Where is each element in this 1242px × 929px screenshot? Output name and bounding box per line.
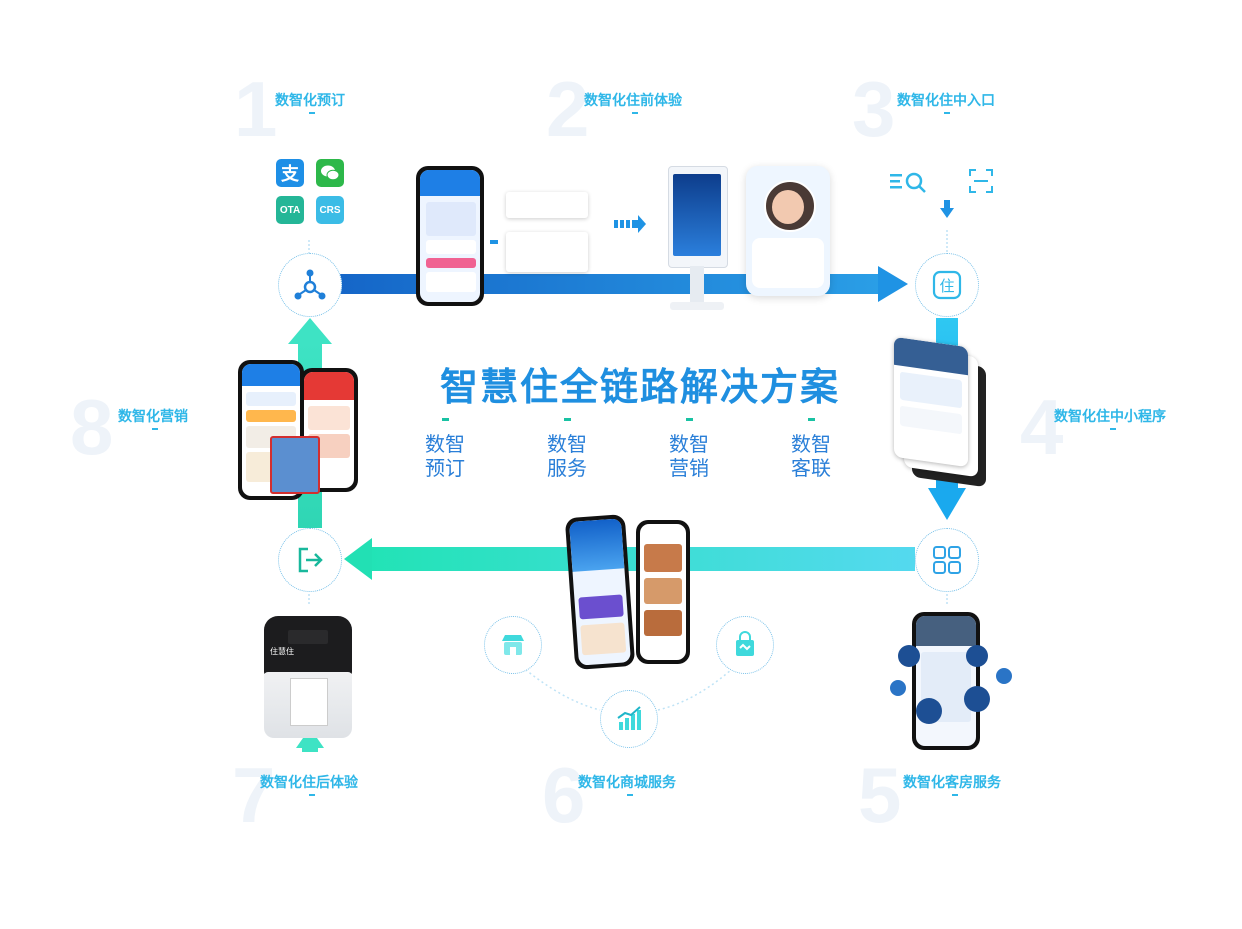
checkin-card [506,232,588,272]
chart-icon [617,706,641,730]
room-service-bubble [890,680,906,696]
scan-icon [969,169,993,193]
stage-1-number: 1 [234,65,278,153]
mall-dotted-arc [513,659,743,711]
wechat-icon [316,159,344,187]
pillar-line2: 服务 [547,456,587,480]
room-service-bubble [996,668,1012,684]
mall-phone-left [564,514,636,670]
hotel-entry-node: 住 [915,253,979,317]
stage-4-number: 4 [1020,383,1064,471]
hub-node [278,253,342,317]
stage-2-dash [632,112,638,114]
bag-node [716,616,774,674]
order-card [506,192,588,218]
pillar-dash [686,418,693,421]
hub-icon [294,269,326,300]
stage3-down-arrow [940,208,954,218]
booking-phone [416,166,484,306]
stage-3-number: 3 [852,65,896,153]
room-service-bubble [966,645,988,667]
mini-program-phones [890,336,996,488]
store-node [484,616,542,674]
stage-3-title: 数智化住中入口 [897,93,995,109]
pillar-dash [808,418,815,421]
hotel-badge-icon: 住 [932,270,962,300]
printer-arrow-stem [302,746,318,752]
stage-6-dash [627,794,633,796]
mini-program-node [915,528,979,592]
bottom-flow-head [344,538,372,580]
pillar-booking: 数智 预订 [410,432,480,480]
prestay-dashed-arrow [614,215,646,233]
pillar-line2: 预订 [425,456,465,480]
stage-7-title: 数智化住后体验 [260,775,358,791]
stage-5-number: 5 [858,751,902,839]
pillar-dash [442,418,449,421]
store-icon [502,635,524,655]
search-list-icon [890,172,926,193]
exit-icon [298,547,323,573]
checkout-node [278,528,342,592]
solution-title: 智慧住全链路解决方案 [440,365,841,409]
room-service-bubble [916,698,942,724]
stage-1-title: 数智化预订 [275,93,345,109]
receipt-printer: 住慧住 [264,616,352,738]
stage-8-title: 数智化营销 [118,409,188,425]
alipay-icon: 支 [276,159,304,187]
self-service-kiosk [666,166,728,312]
printer-up-arrow [296,728,324,748]
pillar-dash [564,418,571,421]
stage-1-dash [309,112,315,114]
room-service-bubble [898,645,920,667]
pillar-service: 数智 服务 [532,432,602,480]
chart-node [600,690,658,748]
stage-4-dash [1110,428,1116,430]
stage-6-title: 数智化商城服务 [578,775,676,791]
stage-6-number: 6 [542,751,586,839]
stage-7-number: 7 [232,751,276,839]
pillar-line1: 数智 [425,432,465,456]
room-service-bubble [964,686,990,712]
mall-phone-right [636,520,690,664]
left-flow-head [288,318,332,344]
marketing-coupon-card [270,436,320,494]
pillar-marketing: 数智 营销 [654,432,724,480]
face-recognition-screen [746,166,830,296]
stage-2-number: 2 [546,65,590,153]
stage-2-title: 数智化住前体验 [584,93,682,109]
pillar-line2: 营销 [669,456,709,480]
ota-icon: OTA [276,196,304,224]
stage-4-title: 数智化住中小程序 [1054,409,1166,425]
printer-brand-label: 住慧住 [270,647,294,656]
crs-icon: CRS [316,196,344,224]
pillar-line1: 数智 [547,432,587,456]
svg-text:住: 住 [939,277,954,295]
grid-apps-icon [933,546,961,574]
stage-8-number: 8 [70,383,114,471]
pillar-line1: 数智 [791,432,831,456]
card-arrow [490,240,498,244]
room-service-phone [912,612,980,750]
pillar-line2: 客联 [791,456,831,480]
stage-5-dash [952,794,958,796]
pillar-line1: 数智 [669,432,709,456]
marketing-phone-back [300,368,358,492]
right-flow-head [928,488,966,520]
stage-8-dash [152,428,158,430]
stage-5-title: 数智化客房服务 [903,775,1001,791]
stage-7-dash [309,794,315,796]
shopping-bag-icon [736,631,754,656]
pillar-customer: 数智 客联 [776,432,846,480]
top-flow-head [878,266,908,302]
stage-3-dash [944,112,950,114]
